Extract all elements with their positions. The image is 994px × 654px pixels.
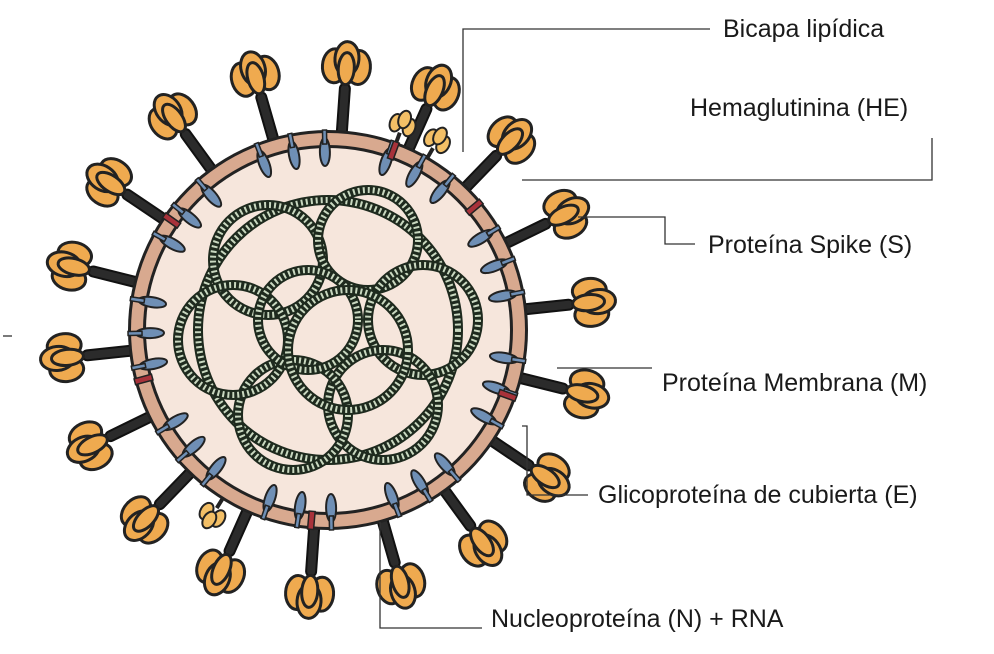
spike-protein bbox=[491, 276, 617, 328]
membrane-protein bbox=[325, 492, 338, 531]
leader-line bbox=[379, 522, 482, 629]
hemagglutinin-protein bbox=[198, 496, 227, 530]
membrane-protein bbox=[433, 452, 462, 484]
envelope-protein bbox=[497, 388, 518, 403]
membrane-protein bbox=[151, 230, 186, 253]
membrane-protein bbox=[127, 327, 166, 340]
spike-protein bbox=[391, 63, 461, 181]
membrane-protein bbox=[405, 153, 428, 188]
membrane-protein bbox=[318, 129, 331, 168]
spike-protein bbox=[440, 115, 537, 214]
membrane-protein bbox=[470, 407, 505, 430]
label-spike-protein: Proteína Spike (S) bbox=[708, 231, 913, 259]
membrane-protein bbox=[174, 435, 206, 464]
virion bbox=[39, 40, 617, 620]
label-membrane-protein: Proteína Membrana (M) bbox=[662, 369, 928, 397]
hemagglutinin-protein bbox=[423, 126, 451, 160]
leader-line bbox=[522, 425, 588, 496]
envelope-protein bbox=[464, 198, 485, 217]
leader-line bbox=[462, 28, 710, 152]
membrane-protein bbox=[383, 481, 403, 519]
membrane-protein bbox=[487, 288, 526, 303]
membrane-protein bbox=[253, 141, 273, 179]
membrane-protein bbox=[286, 132, 301, 171]
leader-line bbox=[522, 138, 933, 181]
membrane-protein bbox=[130, 357, 169, 372]
leader-line bbox=[578, 216, 695, 245]
label-hemagglutinin: Hemaglutinina (HE) bbox=[690, 94, 909, 122]
membrane-protein bbox=[410, 469, 434, 504]
membrane-protein bbox=[260, 483, 278, 521]
membrane-protein bbox=[467, 224, 502, 248]
spike-protein bbox=[39, 332, 165, 384]
membrane-protein bbox=[170, 201, 202, 229]
membrane-protein bbox=[293, 490, 307, 529]
envelope-protein bbox=[306, 510, 316, 531]
membrane-protein bbox=[129, 295, 168, 309]
envelope-protein bbox=[161, 211, 182, 230]
hemagglutinin-protein bbox=[388, 109, 417, 145]
membrane-protein bbox=[488, 351, 527, 365]
label-envelope-glycoprotein: Glicoproteína de cubierta (E) bbox=[598, 481, 918, 509]
spike-protein bbox=[474, 188, 591, 262]
membrane-protein bbox=[429, 172, 457, 204]
label-nucleoprotein-rna: Nucleoproteína (N) + RNA bbox=[491, 605, 784, 633]
membrane-protein bbox=[199, 456, 227, 488]
nucleoprotein-rna bbox=[173, 185, 483, 475]
label-lipid-bilayer: Bicapa lipídica bbox=[723, 15, 885, 43]
envelope-protein bbox=[386, 140, 401, 161]
membrane-protein bbox=[479, 255, 517, 275]
membrane-protein bbox=[194, 176, 223, 208]
envelope-protein bbox=[133, 373, 154, 386]
leader-lines bbox=[3, 28, 933, 629]
membrane-protein bbox=[154, 412, 189, 436]
